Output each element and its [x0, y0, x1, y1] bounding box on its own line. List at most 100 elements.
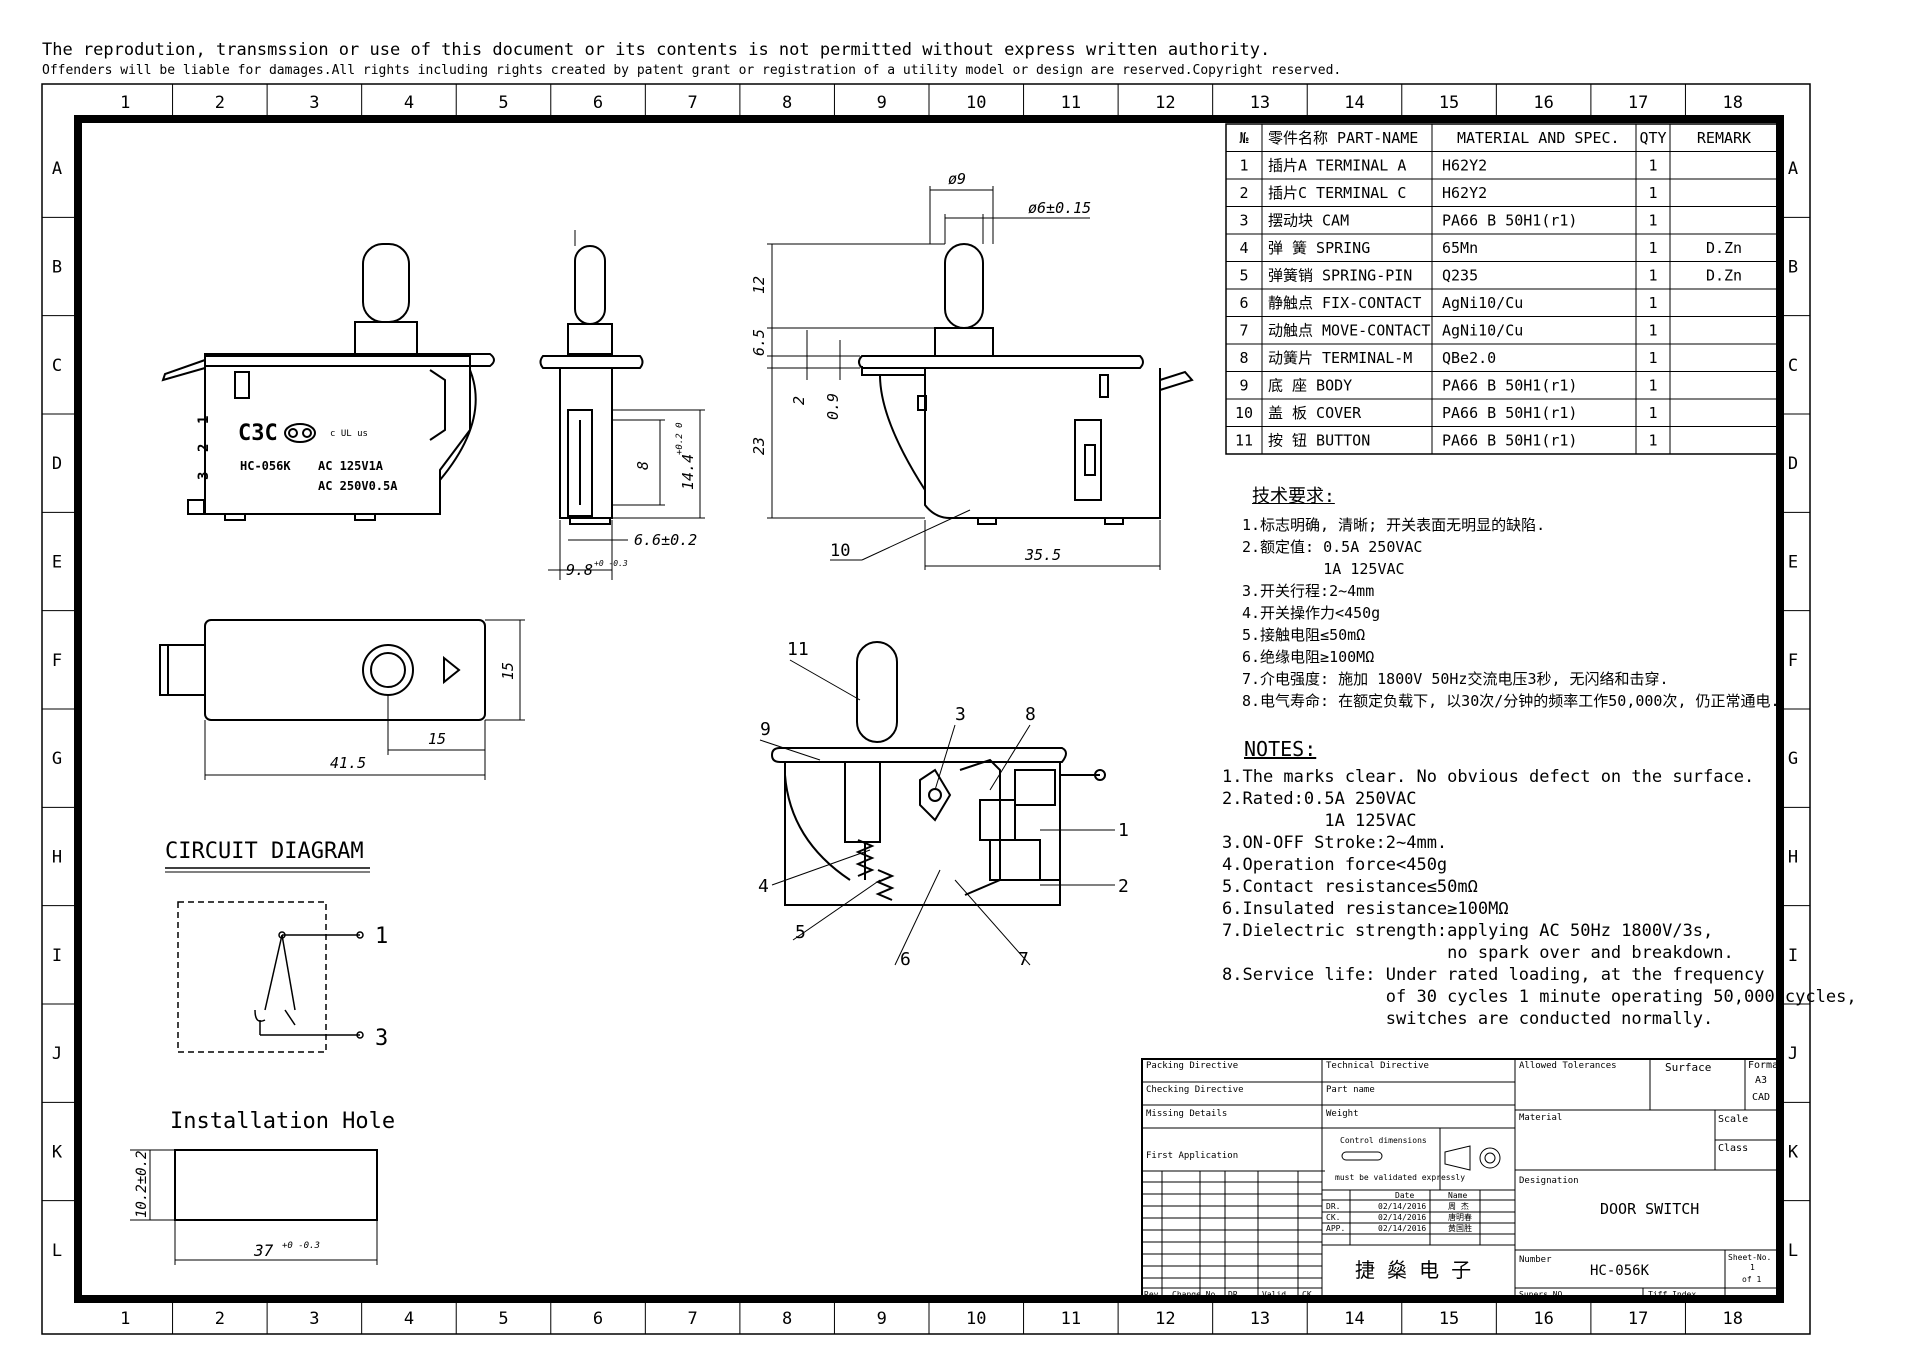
grid-row-label-right: B — [1788, 258, 1798, 278]
grid-col-label-top: 6 — [593, 93, 603, 113]
circuit-pin-1: 1 — [375, 924, 388, 949]
tb-tiff: Tiff Index — [1648, 1290, 1696, 1299]
grid-col-label-top: 4 — [404, 93, 414, 113]
grid-row-label-left: B — [52, 258, 62, 278]
parts-cell: 1 — [1648, 157, 1657, 175]
parts-cell: 按 钮 BUTTON — [1268, 432, 1370, 450]
tb-ck2: CK — [1302, 1290, 1312, 1299]
pin-number-1: 1 — [196, 416, 212, 424]
parts-header-cell: REMARK — [1697, 129, 1751, 147]
grid-col-label-top: 8 — [782, 93, 792, 113]
parts-cell: AgNi10/Cu — [1442, 294, 1523, 312]
grid-col-label-bottom: 3 — [309, 1309, 319, 1329]
grid-row-label-right: L — [1788, 1241, 1798, 1261]
tb-first-app: First Application — [1146, 1151, 1238, 1161]
title-block-text: Packing Directive Technical Directive Al… — [1144, 1060, 1784, 1299]
grid-col-label-bottom: 12 — [1155, 1309, 1175, 1329]
grid-row-label-right: H — [1788, 848, 1798, 868]
parts-cell: 2 — [1239, 184, 1248, 202]
parts-cell: QBe2.0 — [1442, 349, 1496, 367]
parts-header-cell: № — [1239, 129, 1248, 147]
grid-col-label-bottom: 9 — [877, 1309, 887, 1329]
parts-cell: D.Zn — [1706, 239, 1742, 257]
parts-cell: Q235 — [1442, 267, 1478, 285]
copyright-line-2: Offenders will be liable for damages.All… — [42, 63, 1342, 78]
tech-requirement-line: 5.接触电阻≤50mΩ — [1242, 626, 1366, 644]
grid-col-label-top: 9 — [877, 93, 887, 113]
grid-col-label-bottom: 13 — [1250, 1309, 1270, 1329]
note-line: 4.Operation force<450g — [1222, 855, 1448, 875]
parts-cell: 1 — [1648, 212, 1657, 230]
rating-print-1: AC 125V1A — [318, 459, 384, 473]
tech-requirement-line: 7.介电强度: 施加 1800V 50Hz交流电压3秒, 无闪络和击穿. — [1242, 670, 1669, 688]
grid-col-label-top: 18 — [1722, 93, 1742, 113]
zone-grid: 1122334455667788991010111112121313141415… — [42, 84, 1810, 1334]
grid-row-label-right: D — [1788, 454, 1798, 474]
tb-date-1: 02/14/2016 — [1378, 1202, 1426, 1211]
callout-5: 5 — [795, 922, 806, 943]
grid-row-label-left: E — [52, 553, 62, 573]
parts-cell: 10 — [1235, 404, 1253, 422]
parts-cell: 1 — [1648, 294, 1657, 312]
parts-cell: D.Zn — [1706, 267, 1742, 285]
tb-control-dims: Control dimensions — [1340, 1136, 1427, 1145]
parts-cell: 7 — [1239, 322, 1248, 340]
parts-cell: 8 — [1239, 349, 1248, 367]
grid-col-label-bottom: 6 — [593, 1309, 603, 1329]
callout-8: 8 — [1025, 704, 1036, 725]
grid-row-label-left: H — [52, 848, 62, 868]
tb-packing: Packing Directive — [1146, 1061, 1238, 1071]
grid-row-label-right: A — [1788, 159, 1798, 179]
cqc-logo — [284, 423, 316, 443]
tech-requirement-line: 6.绝缘电阻≥100MΩ — [1242, 648, 1375, 666]
note-line: no spark over and breakdown. — [1222, 943, 1734, 963]
tb-format-cad: CAD — [1752, 1092, 1770, 1103]
parts-cell: 5 — [1239, 267, 1248, 285]
tb-checking: Checking Directive — [1146, 1085, 1244, 1095]
grid-row-label-left: L — [52, 1241, 62, 1261]
model-print: HC-056K — [240, 459, 291, 473]
dim-35-5: 35.5 — [1024, 546, 1061, 564]
note-line: 1.The marks clear. No obvious defect on … — [1222, 767, 1755, 787]
ul-mark: c UL us — [330, 429, 368, 439]
grid-row-label-left: J — [52, 1044, 62, 1064]
grid-col-label-top: 14 — [1344, 93, 1364, 113]
tb-format-a3: A3 — [1755, 1075, 1767, 1086]
tb-format: Format — [1748, 1060, 1784, 1071]
grid-row-label-left: I — [52, 946, 62, 966]
tb-number-value: HC-056K — [1590, 1263, 1650, 1279]
parts-header-cell: QTY — [1639, 129, 1666, 147]
circuit-schematic — [177, 901, 364, 1053]
parts-cell: 动簧片 TERMINAL-M — [1268, 349, 1412, 367]
callout-6: 6 — [900, 949, 911, 970]
callout-7: 7 — [1018, 949, 1029, 970]
grid-row-label-right: E — [1788, 553, 1798, 573]
note-line: 8.Service life: Under rated loading, at … — [1222, 965, 1765, 985]
grid-row-label-left: F — [52, 651, 62, 671]
grid-col-label-bottom: 7 — [687, 1309, 697, 1329]
copyright-line-1: The reprodution, transmssion or use of t… — [42, 40, 1271, 60]
tb-dr: DR. — [1326, 1202, 1340, 1211]
note-line: 1A 125VAC — [1222, 811, 1417, 831]
right-view — [858, 243, 1194, 525]
tb-name-2: 唐明春 — [1448, 1212, 1472, 1222]
tb-sheet-of: of 1 — [1742, 1275, 1761, 1284]
dim-15-vertical: 15 — [499, 662, 517, 680]
dim-8: 8 — [634, 461, 652, 470]
tb-ck: CK. — [1326, 1213, 1340, 1222]
grid-row-label-left: C — [52, 356, 62, 376]
callout-11: 11 — [787, 639, 809, 660]
tb-validated: must be validated expressly — [1335, 1173, 1465, 1182]
dim-37-tol: +0 -0.3 — [282, 1241, 320, 1251]
parts-cell: 9 — [1239, 377, 1248, 395]
tb-material: Material — [1519, 1113, 1562, 1123]
parts-cell: 盖 板 COVER — [1268, 404, 1362, 422]
dim-dia-9: ø9 — [948, 170, 966, 188]
dim-6-5: 6.5 — [750, 329, 768, 356]
dim-23: 23 — [750, 437, 768, 455]
grid-row-label-left: G — [52, 749, 62, 769]
tb-date-hdr: Date — [1395, 1191, 1414, 1200]
tb-supers: Supers.NO. — [1519, 1290, 1567, 1299]
parts-cell: 1 — [1648, 349, 1657, 367]
tb-designation: Designation — [1519, 1176, 1579, 1186]
